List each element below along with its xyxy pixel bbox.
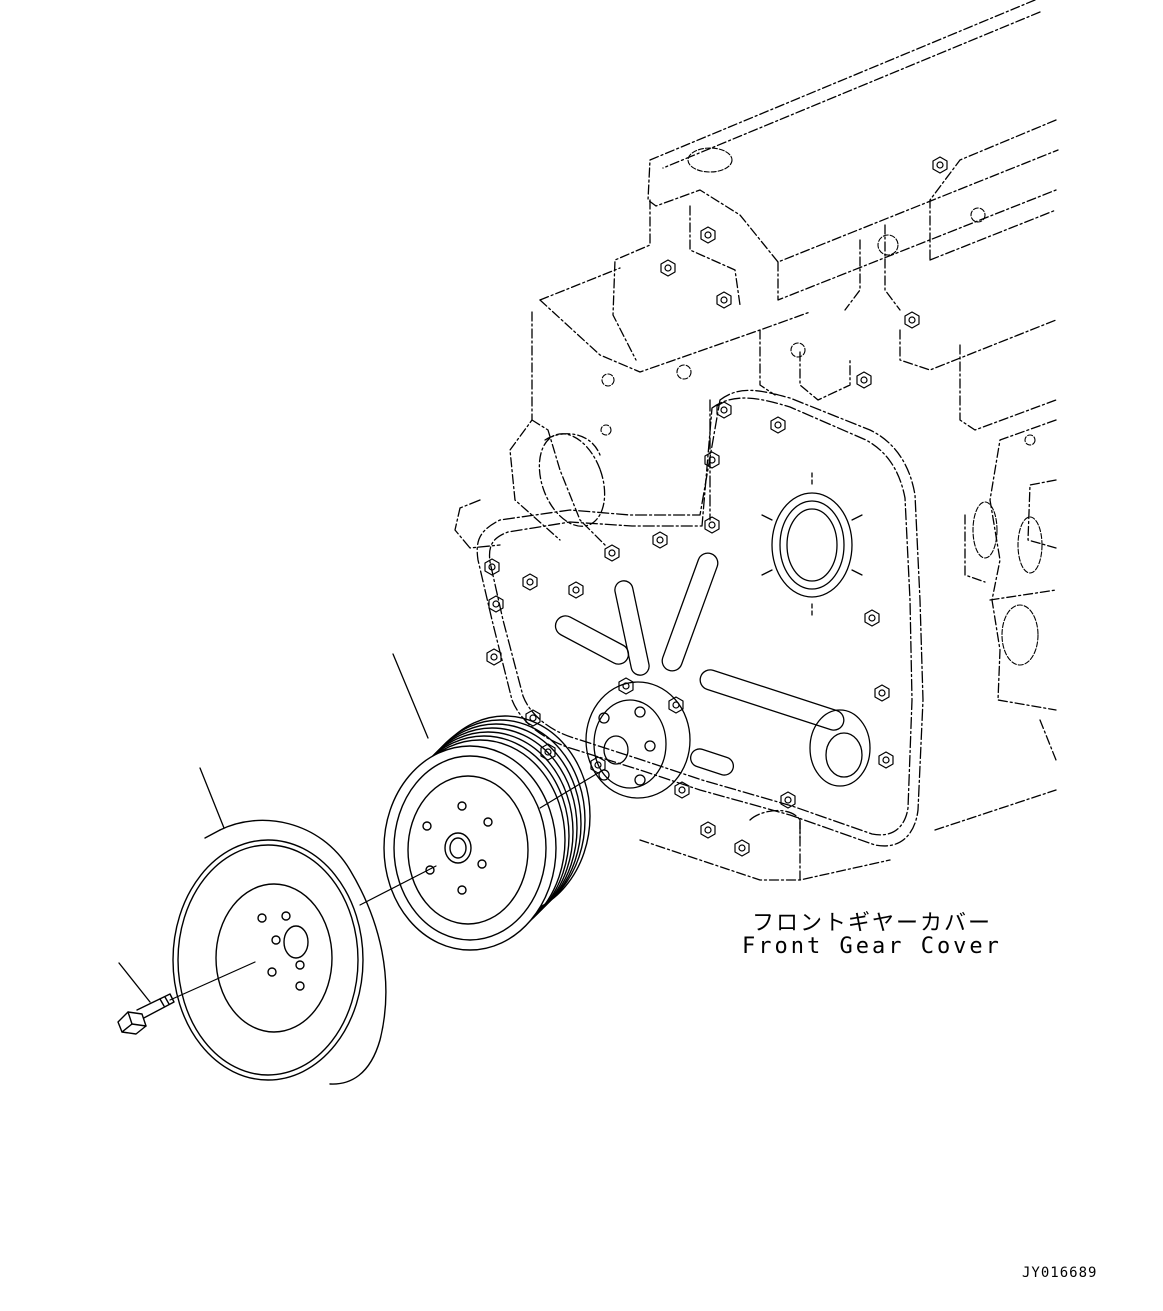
vibration-damper	[173, 820, 386, 1084]
gear-cover-slots	[552, 550, 846, 777]
front-gear-cover-label-jp: フロントギヤーカバー	[752, 911, 993, 936]
damper-bolt	[118, 994, 174, 1034]
front-gear-cover-label-en: Front Gear Cover	[742, 934, 1002, 959]
engine-block-details	[601, 148, 1042, 665]
leader-pulley	[393, 654, 428, 738]
leader-damper	[200, 768, 224, 828]
engine-block-outline	[510, 0, 1058, 880]
assembly-centerline	[170, 773, 598, 1000]
front-gear-cover-outline	[455, 390, 923, 846]
drawing-id: JY016689	[1022, 1265, 1098, 1281]
leader-bolt	[119, 963, 150, 1002]
crankshaft-hub	[586, 682, 690, 798]
gear-cover-plug	[810, 710, 870, 786]
front-seal-upper	[762, 470, 862, 615]
callout-leaders	[119, 654, 428, 1002]
crankshaft-pulley	[384, 716, 590, 950]
